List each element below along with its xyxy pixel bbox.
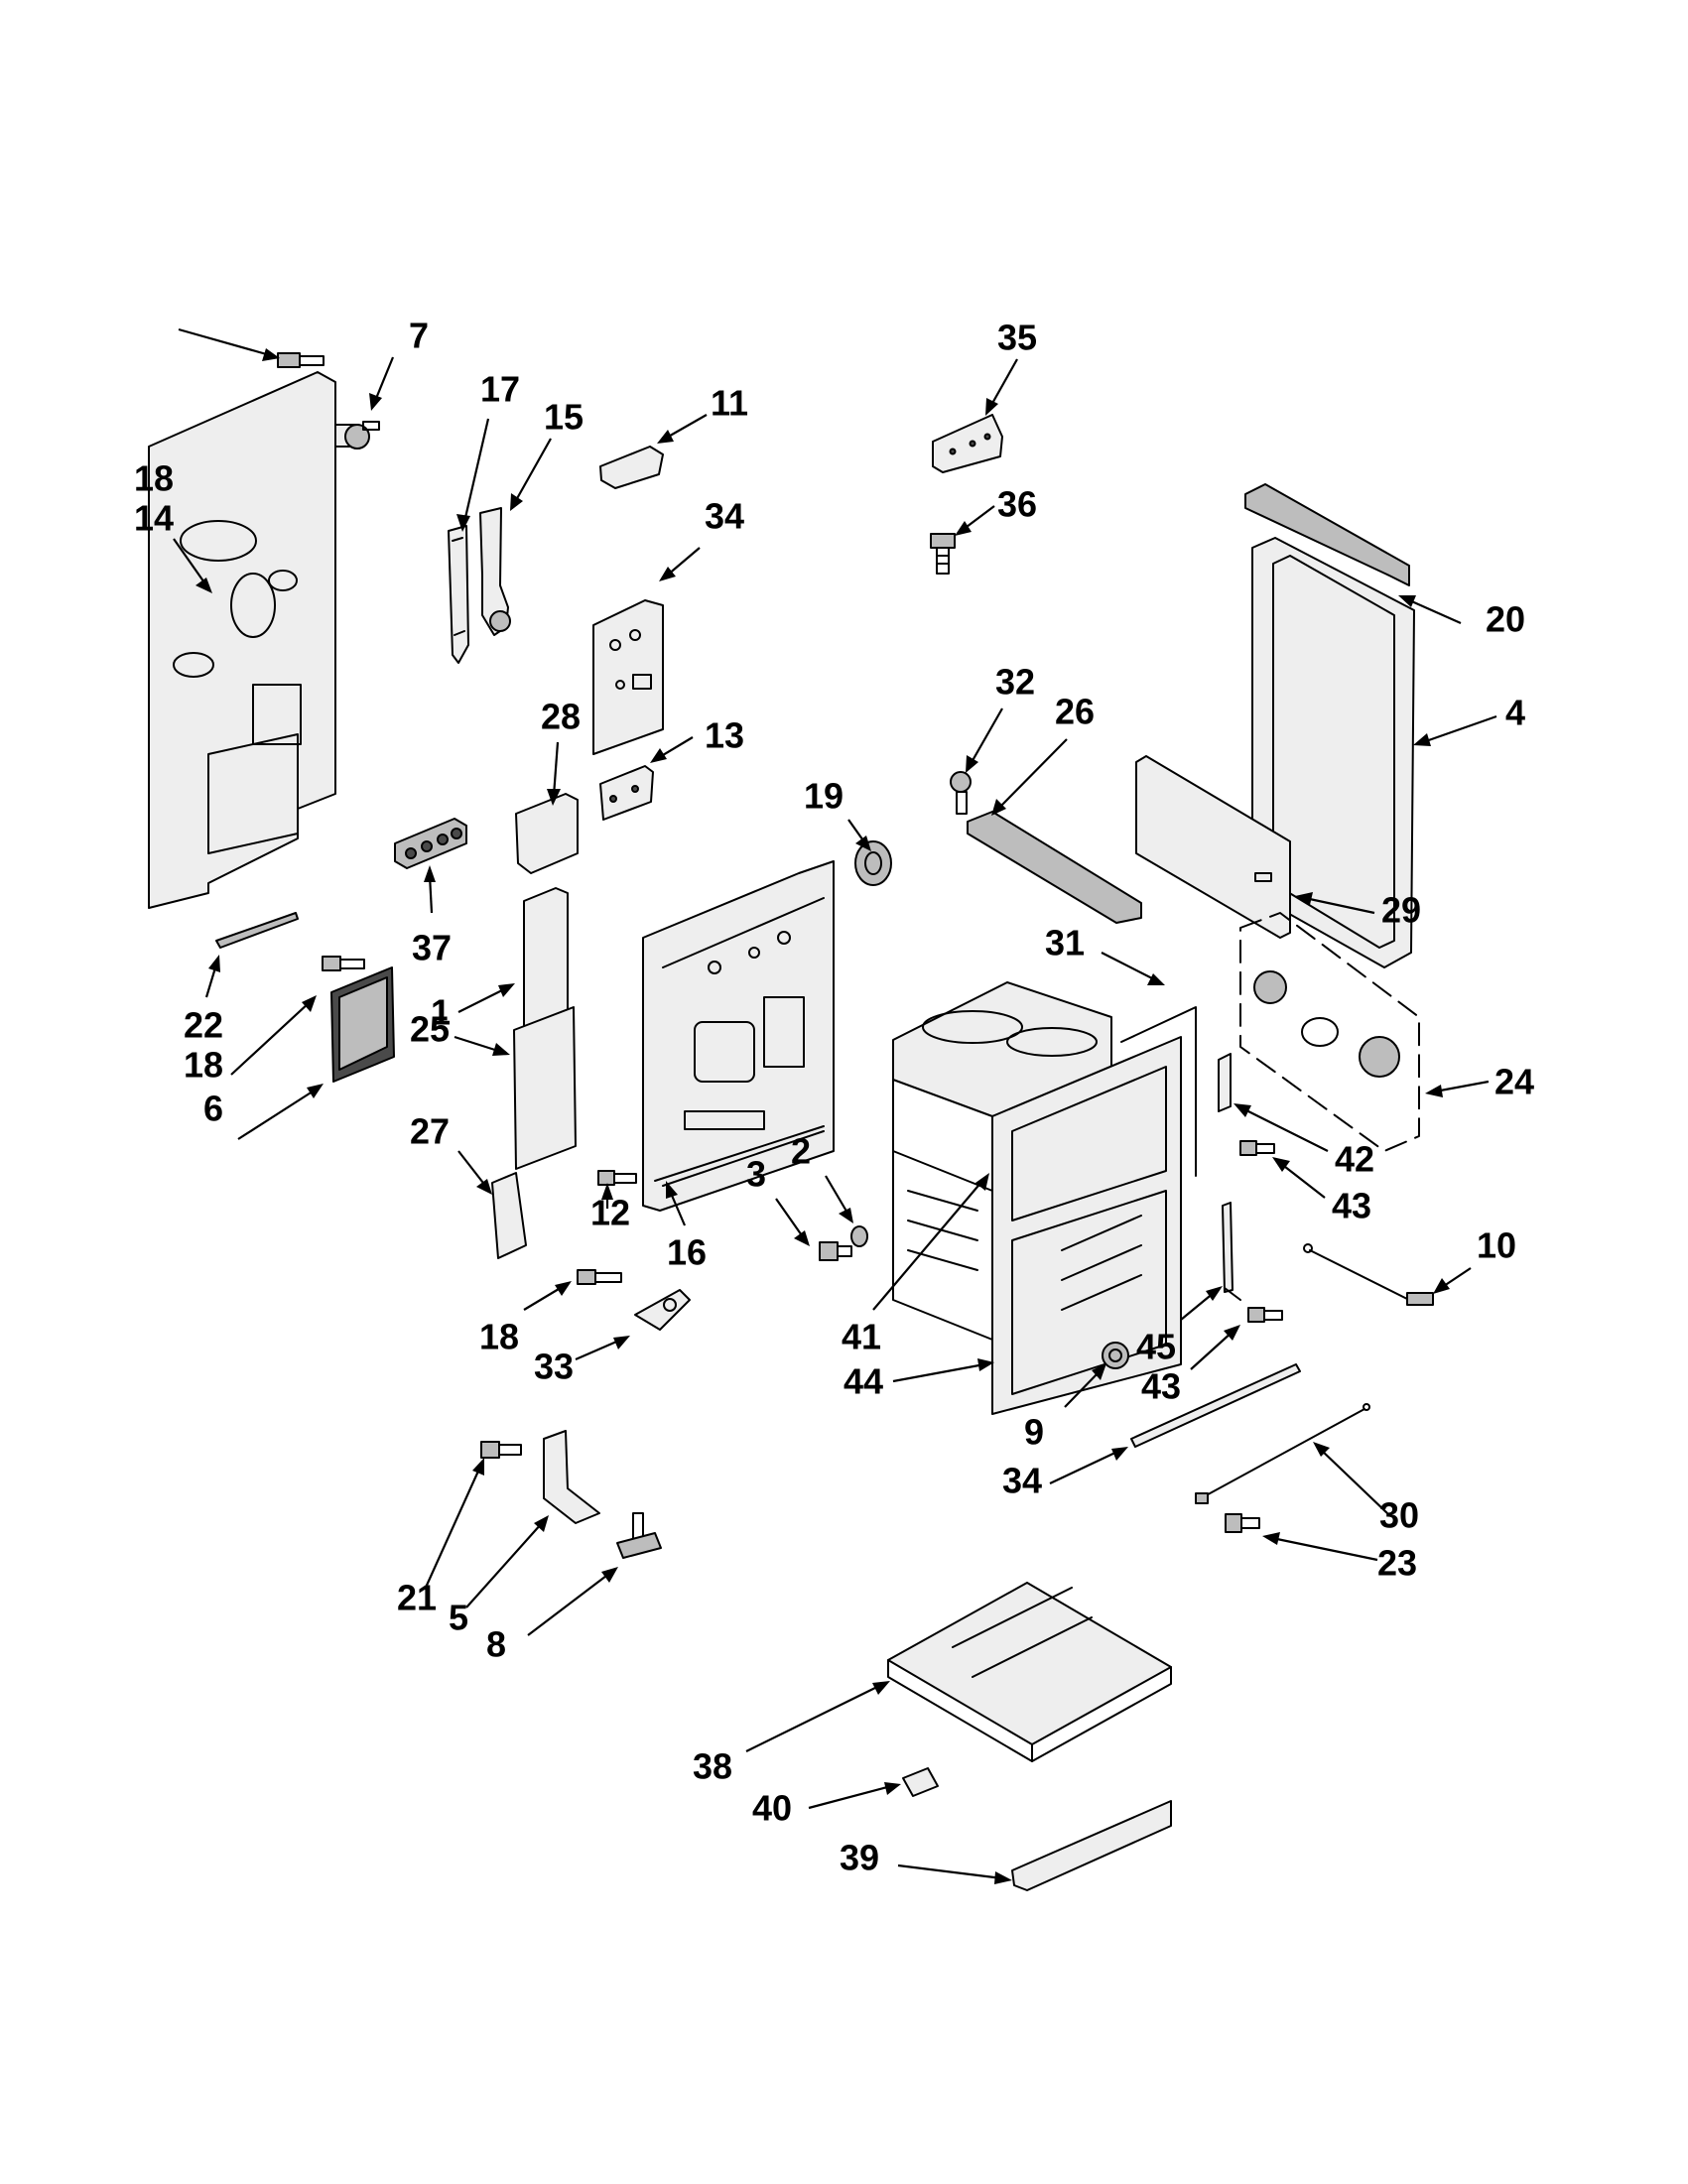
label-23: 23 (1377, 1543, 1417, 1584)
label-15: 15 (544, 397, 584, 438)
part-27-bracket (491, 1172, 527, 1259)
label-3: 3 (746, 1154, 766, 1195)
label-21: 21 (397, 1578, 437, 1618)
part-18-screw-mid (322, 956, 365, 971)
part-20-trim (1244, 483, 1410, 586)
label-7: 7 (409, 316, 429, 356)
part-16-center-panel (642, 860, 835, 1212)
label-26: 26 (1055, 692, 1095, 732)
part-5-bracket (543, 1430, 600, 1524)
part-10-sensor (1303, 1243, 1434, 1306)
part-30-probe (1195, 1403, 1370, 1504)
label-39: 39 (840, 1838, 879, 1878)
part-37-terminal-block (394, 818, 467, 869)
label-11: 11 (711, 383, 748, 424)
label-2: 2 (791, 1131, 811, 1172)
label-27: 27 (410, 1111, 450, 1152)
part-40-clip (902, 1767, 939, 1797)
part-11-bracket (599, 446, 664, 489)
label-5: 5 (449, 1598, 468, 1638)
part-29-panel (1135, 755, 1291, 939)
part-43-screw-upper (1239, 1140, 1275, 1156)
part-13-bracket (599, 765, 654, 821)
part-35-bracket (932, 414, 1003, 473)
part-38-tray (887, 1582, 1172, 1762)
label-22: 22 (184, 1005, 223, 1046)
label-18-mid: 18 (184, 1045, 223, 1086)
part-12-screw (597, 1170, 637, 1186)
label-9: 9 (1024, 1412, 1044, 1453)
label-44: 44 (844, 1361, 883, 1402)
label-41: 41 (842, 1317, 881, 1357)
part-22-strip (215, 912, 299, 949)
label-25: 25 (410, 1009, 450, 1050)
label-37: 37 (412, 928, 452, 968)
part-17-rod (448, 525, 469, 664)
part-18-screw-top (277, 352, 325, 368)
label-20: 20 (1486, 599, 1525, 640)
part-43-screw-lower (1247, 1307, 1283, 1323)
part-7-switch (329, 421, 380, 450)
part-24-light-assembly (1239, 912, 1420, 1152)
part-18-screw-low (577, 1269, 622, 1285)
part-6-grille (330, 966, 395, 1083)
part-9-knob (1102, 1342, 1129, 1369)
part-33-bracket (634, 1289, 691, 1331)
label-13: 13 (705, 715, 744, 756)
part-34-panel-top (592, 599, 664, 755)
label-19: 19 (804, 776, 844, 817)
part-32-screw (950, 771, 972, 815)
label-18-top: 18 (134, 458, 174, 499)
label-4: 4 (1505, 693, 1525, 733)
part-45-bracket (1222, 1202, 1241, 1301)
label-8: 8 (486, 1624, 506, 1665)
label-10: 10 (1477, 1225, 1516, 1266)
label-14: 14 (134, 498, 174, 539)
label-38: 38 (693, 1746, 732, 1787)
label-40: 40 (752, 1788, 792, 1829)
part-14-back-panel (148, 371, 336, 909)
part-25-panel (513, 1006, 577, 1170)
label-30: 30 (1379, 1495, 1419, 1536)
label-31: 31 (1045, 923, 1085, 964)
label-45: 45 (1136, 1327, 1176, 1367)
part-42-bracket (1218, 1053, 1232, 1112)
label-12: 12 (590, 1193, 630, 1233)
part-23-screw (1225, 1513, 1260, 1533)
part-21-bolt (480, 1441, 522, 1459)
label-1: 1 (431, 992, 451, 1033)
part-36-screw (930, 533, 956, 575)
label-18-low: 18 (479, 1317, 519, 1357)
label-32: 32 (995, 662, 1035, 703)
part-28-bracket (515, 793, 579, 874)
part-19-grommet (854, 840, 892, 886)
label-28: 28 (541, 697, 581, 737)
part-8-leveler (616, 1512, 662, 1559)
part-26-rail (967, 811, 1142, 924)
label-16: 16 (667, 1232, 707, 1273)
leader-lines (173, 327, 1497, 1884)
label-36: 36 (997, 484, 1037, 525)
label-43-upper: 43 (1332, 1186, 1371, 1226)
label-34-bottom: 34 (1002, 1461, 1042, 1501)
label-34-top: 34 (705, 496, 744, 537)
label-29: 29 (1381, 890, 1421, 931)
callout-labels: 7 17 15 11 35 18 14 36 34 20 28 13 32 26… (134, 316, 1534, 1878)
part-39-baffle (1011, 1800, 1172, 1891)
label-35: 35 (997, 318, 1037, 358)
part-34-strip-bottom (1130, 1363, 1301, 1448)
part-3-screw (819, 1241, 852, 1261)
label-24: 24 (1494, 1062, 1534, 1102)
part-2-washer (850, 1225, 868, 1247)
label-17: 17 (480, 369, 520, 410)
label-33: 33 (534, 1347, 574, 1387)
part-31-oven-cavity (892, 981, 1182, 1415)
part-31-side-panel (1120, 1006, 1197, 1177)
label-42: 42 (1335, 1139, 1374, 1180)
label-6: 6 (203, 1089, 223, 1129)
part-15-tube (479, 507, 511, 636)
label-43-lower: 43 (1141, 1366, 1181, 1407)
